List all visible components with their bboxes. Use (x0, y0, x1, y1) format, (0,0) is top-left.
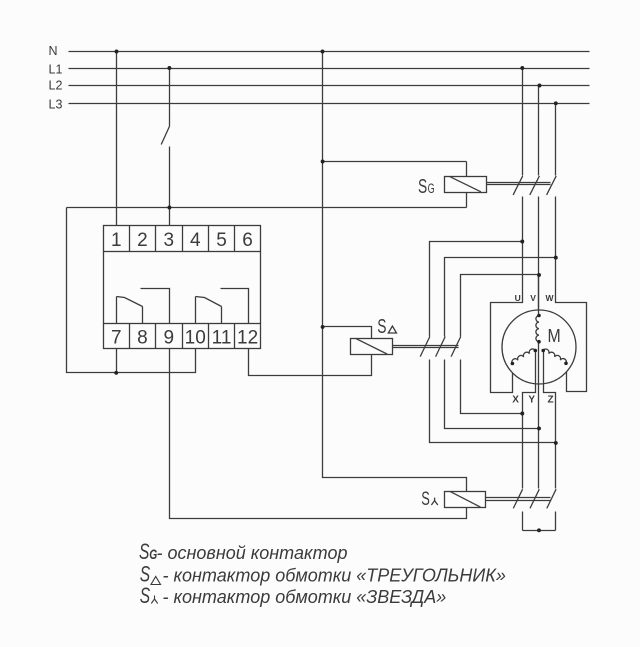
svg-text:S: S (377, 315, 386, 338)
svg-text:1: 1 (111, 230, 122, 251)
svg-text:L3: L3 (49, 98, 63, 112)
svg-text:2: 2 (137, 230, 148, 251)
svg-text:N: N (49, 44, 58, 58)
svg-text:Y: Y (528, 394, 535, 405)
svg-text:- контактор обмотки «ЗВЕЗДА»: - контактор обмотки «ЗВЕЗДА» (163, 587, 447, 607)
svg-text:S: S (418, 175, 427, 198)
svg-text:V: V (530, 293, 536, 303)
svg-text:M: M (548, 326, 561, 346)
svg-text:G: G (428, 181, 435, 196)
svg-text:8: 8 (137, 327, 148, 348)
svg-text:X: X (512, 394, 519, 405)
svg-text:S: S (140, 562, 151, 587)
svg-text:3: 3 (164, 230, 175, 251)
svg-text:6: 6 (242, 230, 253, 251)
svg-text:5: 5 (216, 230, 227, 251)
svg-text:L1: L1 (49, 63, 63, 77)
svg-text:S: S (421, 489, 430, 510)
svg-text:9: 9 (164, 327, 175, 348)
svg-text:12: 12 (237, 327, 258, 348)
svg-text:S: S (140, 583, 151, 608)
svg-text:L2: L2 (49, 79, 63, 93)
svg-text:Z: Z (547, 394, 553, 405)
svg-text:- основной контактор: - основной контактор (157, 543, 348, 563)
svg-text:10: 10 (185, 327, 206, 348)
svg-text:U: U (515, 293, 521, 303)
svg-text:G: G (149, 547, 157, 562)
svg-text:- контактор обмотки «ТРЕУГОЛЬН: - контактор обмотки «ТРЕУГОЛЬНИК» (163, 566, 506, 586)
svg-text:11: 11 (212, 327, 232, 348)
svg-text:7: 7 (111, 327, 122, 348)
svg-text:W: W (545, 293, 554, 303)
svg-text:S: S (139, 539, 150, 564)
svg-text:4: 4 (190, 230, 201, 251)
